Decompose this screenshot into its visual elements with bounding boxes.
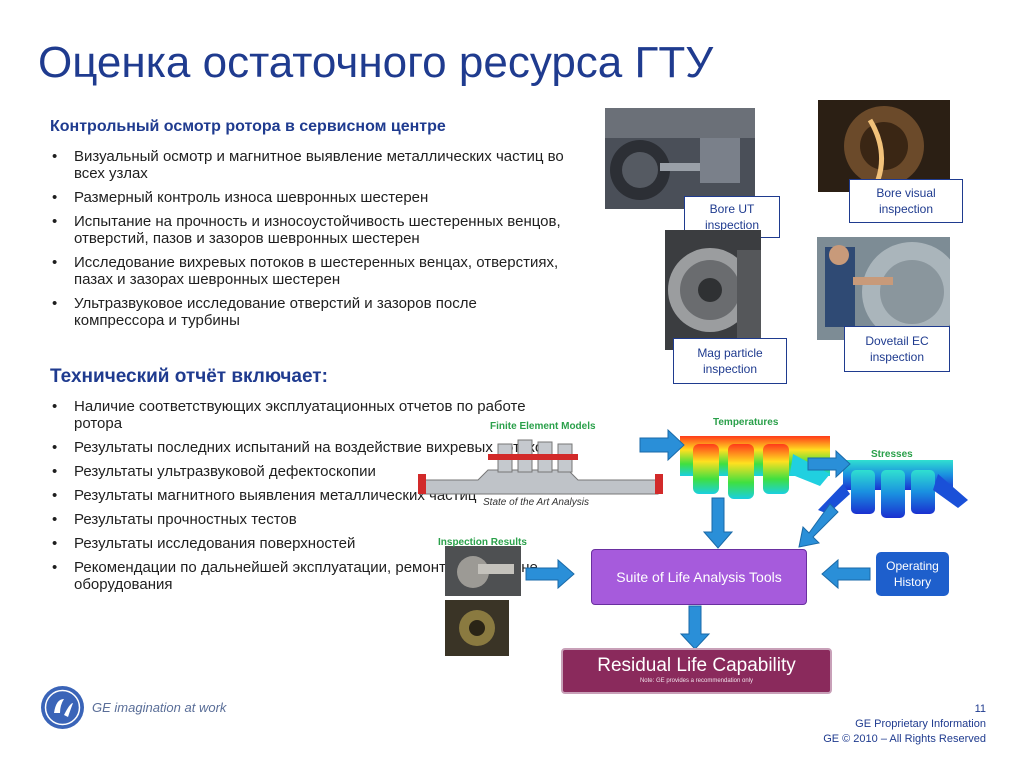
operating-history-box: Operating History [876, 552, 949, 596]
fem-caption: Finite Element Models [490, 421, 596, 432]
list-item: Результаты прочностных тестов [50, 511, 570, 528]
list-item: Результаты последних испытаний на воздей… [50, 439, 570, 456]
state-of-art-caption: State of the Art Analysis [483, 497, 589, 508]
mag-particle-photo [665, 230, 761, 350]
arrow-temperatures-to-suite [702, 497, 734, 549]
list-item: Визуальный осмотр и магнитное выявление … [50, 148, 570, 182]
dovetail-ec-photo [817, 237, 950, 340]
arrow-stresses-to-suite [798, 503, 839, 548]
page-number: 11 [974, 703, 986, 715]
bore-ut-photo [605, 108, 755, 209]
list-item: Результаты магнитного выявления металлич… [50, 487, 570, 504]
copyright-notice: GE © 2010 – All Rights Reserved [823, 733, 986, 745]
mag-particle-label: Mag particle inspection [673, 338, 787, 384]
section-heading-inspection: Контрольный осмотр ротора в сервисном це… [50, 118, 446, 135]
report-list: Наличие соответствующих эксплуатационных… [50, 398, 570, 600]
residual-life-title: Residual Life Capability [597, 655, 796, 676]
list-item: Ультразвуковое исследование отверстий и … [50, 295, 570, 329]
residual-life-capability-box: Residual Life Capability Note: GE provid… [561, 648, 832, 694]
arrow-history-to-suite [821, 558, 871, 590]
list-item: Рекомендации по дальнейшей эксплуатации,… [50, 559, 570, 593]
stresses-contour-graphic [818, 460, 968, 518]
residual-life-note: Note: GE provides a recommendation only [639, 678, 754, 684]
proprietary-notice: GE Proprietary Information [855, 718, 986, 730]
footer-info: 11 GE Proprietary Information GE © 2010 … [823, 702, 986, 747]
list-item: Наличие соответствующих эксплуатационных… [50, 398, 570, 432]
bore-visual-photo [818, 100, 950, 192]
suite-of-life-analysis-tools-box: Suite of Life Analysis Tools [591, 549, 807, 605]
ge-tagline: GE imagination at work [92, 700, 227, 715]
life-analysis-diagram [418, 428, 968, 656]
inspection-results-photos [445, 546, 521, 656]
dovetail-ec-label: Dovetail EC inspection [844, 326, 950, 372]
fem-rotor-graphic [418, 439, 663, 495]
stresses-caption: Stresses [871, 449, 913, 460]
arrow-suite-to-residual [679, 605, 711, 650]
temperatures-caption: Temperatures [713, 417, 779, 428]
list-item: Испытание на прочность и износоустойчиво… [50, 213, 570, 247]
bore-visual-label: Bore visual inspection [849, 179, 963, 223]
list-item: Результаты исследования поверхностей [50, 535, 570, 552]
arrow-inspection-to-suite [525, 558, 575, 590]
inspection-results-caption: Inspection Results [438, 537, 527, 548]
list-item: Результаты ультразвуковой дефектоскопии [50, 463, 570, 480]
section-heading-report: Технический отчёт включает: [50, 366, 328, 387]
arrow-temperatures-to-stresses [807, 449, 851, 479]
inspection-list: Визуальный осмотр и магнитное выявление … [50, 148, 570, 336]
arrow-fem-to-temperatures [639, 428, 685, 462]
page-title: Оценка остаточного ресурса ГТУ [38, 38, 714, 87]
list-item: Исследование вихревых потоков в шестерен… [50, 254, 570, 288]
list-item: Размерный контроль износа шевронных шест… [50, 189, 570, 206]
ge-logo-icon [41, 686, 84, 729]
